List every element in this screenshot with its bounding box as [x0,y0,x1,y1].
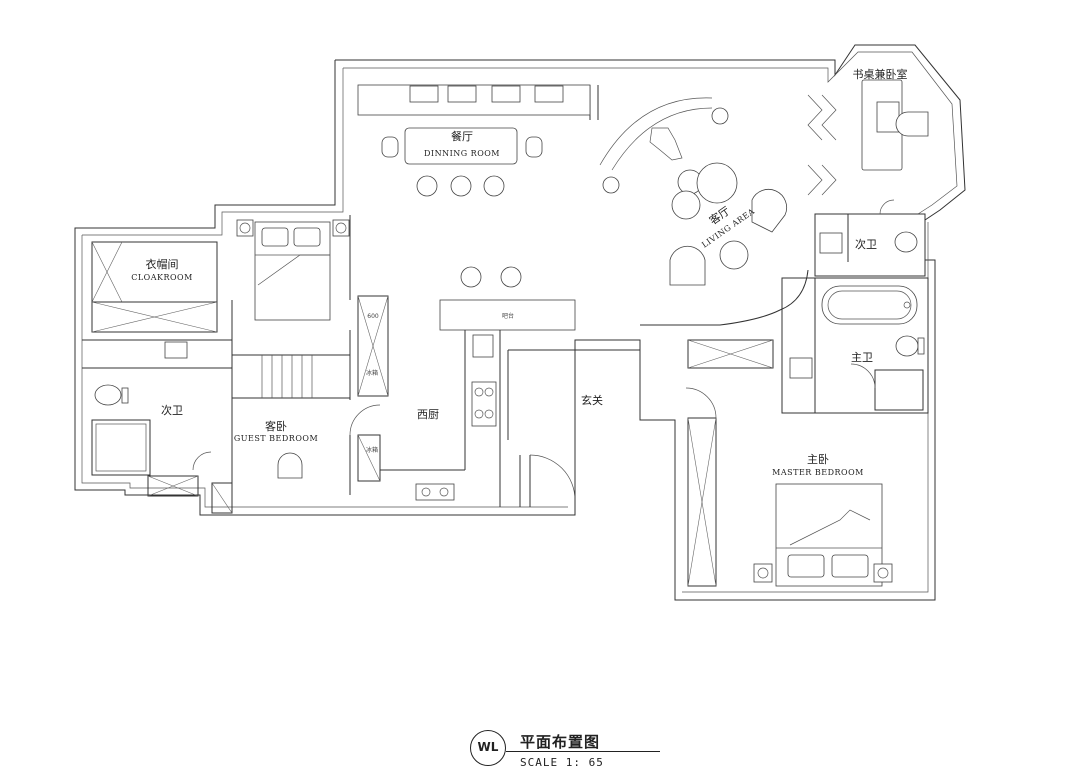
bar-counter-label: 吧台 [502,312,514,320]
guest-label-cn: 客卧 [265,419,287,433]
bath-master-label: 主卫 [851,351,873,364]
cloak-label-cn: 衣帽间 [146,257,179,271]
drawing-tag-circle [470,730,506,766]
bath-upper-right-label: 次卫 [855,237,877,251]
drawing-tag: WL [477,740,499,754]
fridge-label-2: 冰箱 [366,446,378,454]
master-label-cn: 主卧 [807,453,829,466]
stair-lines [261,355,313,398]
fridge-label-1: 冰箱 [366,369,378,377]
outer-walls [74,44,966,601]
interior-walls [82,79,929,587]
dining-label-en: DINNING ROOM [424,149,500,158]
master-label-en: MASTER BEDROOM [772,468,864,477]
drawing-scale: SCALE 1: 65 [520,756,604,769]
study-label-cn: 书桌兼卧室 [853,67,908,81]
drawing-title-block: WL 平面布置图 SCALE 1: 65 [470,728,660,772]
bath-left-label: 次卫 [161,403,183,417]
guest-label-en: GUEST BEDROOM [234,434,318,443]
furniture [381,107,893,587]
dining-label-cn: 餐厅 [451,129,473,143]
foyer-label: 玄关 [581,393,603,407]
title-underline [506,751,660,752]
kitchen-label: 西厨 [417,408,439,421]
cloak-label-en: CLOAKROOM [131,273,193,282]
drawing-title: 平面布置图 [520,733,601,751]
dimension-600: 600 [367,313,379,320]
